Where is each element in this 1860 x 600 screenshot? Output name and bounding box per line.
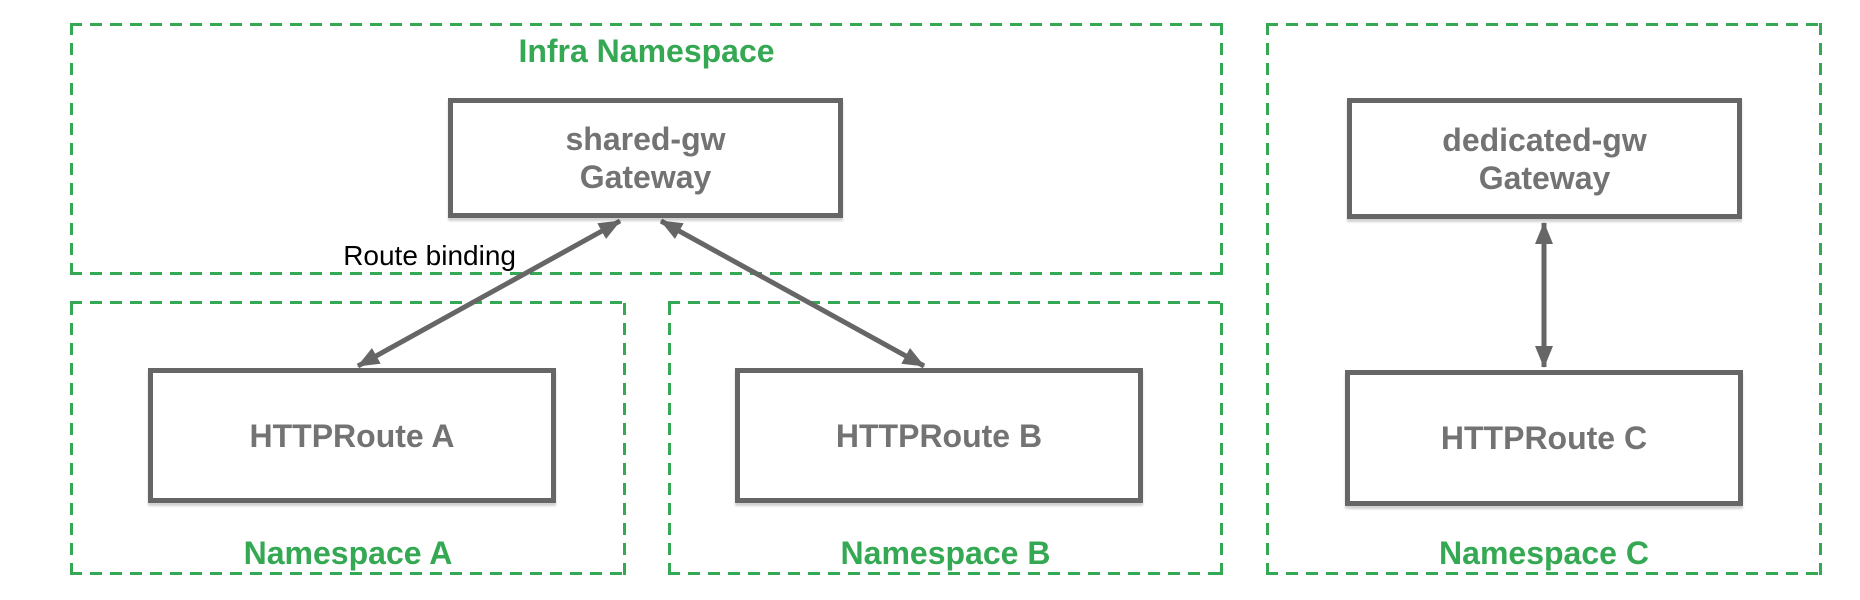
node-httproute-c-name: HTTPRoute C	[1440, 420, 1648, 456]
namespace-b-label: Namespace B	[840, 535, 1051, 571]
node-dedicated-gw-kind: Gateway	[1478, 159, 1611, 196]
namespace-c-label: Namespace C	[1439, 535, 1649, 571]
node-httproute-c: HTTPRoute C	[1345, 370, 1743, 506]
node-dedicated-gw-name: dedicated-gw	[1442, 121, 1647, 158]
node-shared-gw-name: shared-gw	[565, 121, 726, 157]
route-binding-label: Route binding	[343, 240, 516, 271]
node-httproute-b: HTTPRoute B	[735, 368, 1143, 503]
namespace-infra-label: Infra Namespace	[518, 33, 775, 69]
node-shared-gw-gateway: shared-gw Gateway	[448, 98, 843, 218]
node-httproute-b-name: HTTPRoute B	[835, 417, 1043, 454]
namespace-a-label: Namespace A	[243, 535, 453, 571]
node-httproute-a-name: HTTPRoute A	[249, 417, 455, 454]
node-httproute-a: HTTPRoute A	[148, 368, 556, 503]
node-dedicated-gw-gateway: dedicated-gw Gateway	[1347, 98, 1742, 219]
node-shared-gw-kind: Gateway	[579, 159, 712, 195]
